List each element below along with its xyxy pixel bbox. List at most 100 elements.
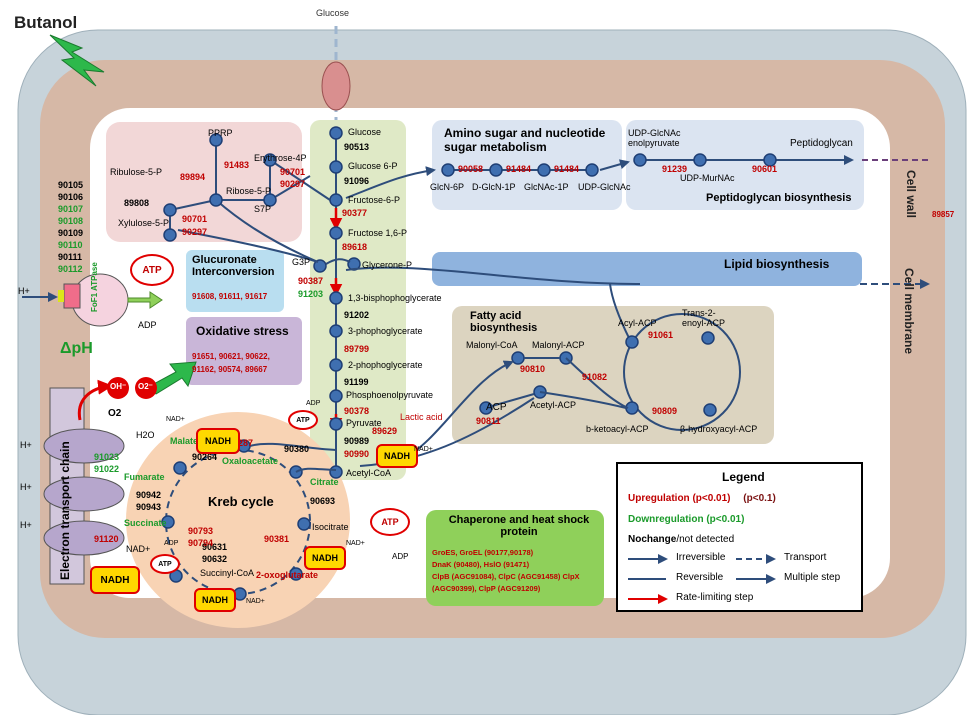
fatty-label: ACP	[486, 402, 507, 413]
krebs-id: 90380	[284, 444, 310, 454]
glycolysis-id: 91199	[344, 377, 369, 387]
glycolysis-id: 89618	[342, 242, 368, 252]
glycolysis-id: 90387	[298, 276, 324, 286]
atp-label: ATP	[158, 560, 172, 568]
peptidoglycan-udp-enol: UDP-GlcNAc enolpyruvate	[628, 128, 681, 148]
ppp-id: 90701	[182, 214, 208, 224]
fatty-label: b-ketoacyl-ACP	[586, 424, 649, 434]
legend-up2-label: (p<0.1)	[743, 493, 776, 504]
krebs-id: 90793	[188, 526, 214, 536]
fatty-label: Acyl-ACP	[618, 318, 657, 328]
ppp-id: 89808	[124, 198, 150, 208]
krebs-label: Succinyl-CoA	[200, 568, 255, 578]
atpase-id: 90105	[58, 180, 84, 190]
glycolysis-node	[329, 417, 343, 431]
amino-label: UDP-GlcNAc	[578, 182, 631, 192]
fatty-id: 90810	[520, 364, 546, 374]
glucose-transporter	[321, 61, 351, 111]
amino-label: GlcNAc-1P	[524, 182, 569, 192]
atpase-id: 90111	[58, 252, 83, 262]
oxidative-ids: 91651, 90621, 90622,	[192, 352, 270, 361]
superoxide: O2⁻	[138, 382, 153, 391]
krebs-title: Kreb cycle	[208, 494, 274, 509]
atpase-id: 90110	[58, 240, 83, 250]
chaperone-line: (AGC90399), ClpP (AGC91209)	[432, 584, 541, 593]
etc-id: 91023	[94, 452, 120, 462]
etc-proton: H+	[20, 440, 32, 450]
glycolysis-id: 90990	[344, 449, 370, 459]
atpase-label: FoF1 ATPase	[90, 262, 99, 312]
amino-sugar-title: Amino sugar and nucleotide sugar metabol…	[444, 126, 606, 154]
nadh-burst: NADH	[376, 444, 418, 468]
etc-nad: NAD+	[126, 544, 151, 554]
amino-id: 91484	[554, 164, 580, 174]
krebs-id: 90631	[202, 542, 228, 552]
atp-burst: ATP	[288, 410, 318, 430]
glucose-label: Glucose	[316, 8, 349, 18]
proton-label: H+	[18, 286, 30, 296]
legend-up: Upregulation (p<0.01) (p<0.1)	[628, 493, 776, 504]
fatty-id: 90811	[476, 416, 501, 426]
legend-rev: Reversible	[676, 572, 724, 583]
krebs-label: Oxaloacetate	[222, 456, 279, 466]
ppp-id: 89894	[180, 172, 206, 182]
legend-rate: Rate-limiting step	[676, 592, 754, 603]
krebs-label: Succinate	[124, 518, 167, 528]
nadh-label: NADH	[205, 436, 231, 446]
glycolysis-metabolite: 2-phophoglycerate	[348, 360, 423, 370]
amino-label: D-GlcN-1P	[472, 182, 516, 192]
cell-membrane-label: Cell membrane	[902, 268, 916, 355]
adp-label: ADP	[306, 400, 321, 407]
etc-title: Electron transport chain	[58, 441, 72, 580]
glycolysis-id: 91202	[344, 310, 370, 320]
krebs-id: 90942	[136, 490, 162, 500]
krebs-id: 90943	[136, 502, 162, 512]
amino-label: GlcN-6P	[430, 182, 465, 192]
legend-transport: Transport	[784, 552, 827, 563]
glycolysis-id: 90513	[344, 142, 370, 152]
lightning-icon	[49, 34, 105, 87]
legend-box	[616, 462, 863, 612]
legend-nochange-label: Nochange	[628, 534, 677, 545]
glucuronate-box	[186, 250, 284, 312]
peptidoglycan-id: 91239	[662, 164, 688, 174]
ppp-id: 90701	[280, 167, 306, 177]
etc-proton: H+	[20, 482, 32, 492]
krebs-label: 2-oxoglutarate	[256, 570, 319, 580]
glucuronate-title: Glucuronate Interconversion	[192, 254, 275, 278]
glycolysis-metabolite: Glucose	[348, 127, 382, 137]
fatty-id: 90809	[652, 406, 678, 416]
lipid-biosynthesis-bar	[432, 252, 862, 286]
amino-id: 90058	[458, 164, 484, 174]
hydroxyl-radical: OH⁻	[110, 382, 127, 391]
adp-label: ADP	[164, 540, 179, 547]
atp-label: ATP	[296, 416, 310, 424]
nad-label: NAD+	[246, 598, 265, 605]
atp-burst: ATP	[370, 508, 410, 536]
lactate-id: 89629	[372, 426, 398, 436]
ppp-label: Erythrose-4P	[254, 153, 307, 163]
glycolysis-metabolite: Pyruvate	[346, 418, 382, 428]
etc-id: 91120	[94, 534, 119, 544]
chaperone-line: DnaK (90480), HslO (91471)	[432, 560, 530, 569]
atp-label: ATP	[381, 517, 399, 527]
glycolysis-metabolite: Phosphoenolpyruvate	[346, 390, 434, 400]
peptidoglycan-udp-mur: UDP-MurNAc	[680, 173, 735, 183]
chaperone-line: ClpB (AGC91084), ClpC (AGC91458) ClpX	[432, 572, 580, 581]
glycolysis-node	[329, 160, 343, 174]
fatty-label: β-hydroxyacyl-ACP	[680, 424, 758, 434]
legend-multi: Multiple step	[784, 572, 841, 583]
ppp-label: Ribose-5-P	[226, 186, 272, 196]
atp-burst: ATP	[130, 254, 174, 286]
oxidative-title: Oxidative stress	[196, 324, 289, 338]
chaperone-box	[426, 510, 604, 606]
chaperone-title: Chaperone and heat shock protein	[448, 514, 590, 538]
krebs-id: 90693	[310, 496, 336, 506]
glycolysis-metabolite: 3-phophoglycerate	[348, 326, 423, 336]
glycolysis-node	[329, 126, 343, 140]
nad-label: NAD+	[346, 540, 365, 547]
ppp-label: Xylulose-5-P	[118, 218, 170, 228]
atp-label: ATP	[142, 264, 162, 276]
atpase-id: 90106	[58, 192, 84, 202]
amino-sugar-box	[432, 120, 622, 210]
